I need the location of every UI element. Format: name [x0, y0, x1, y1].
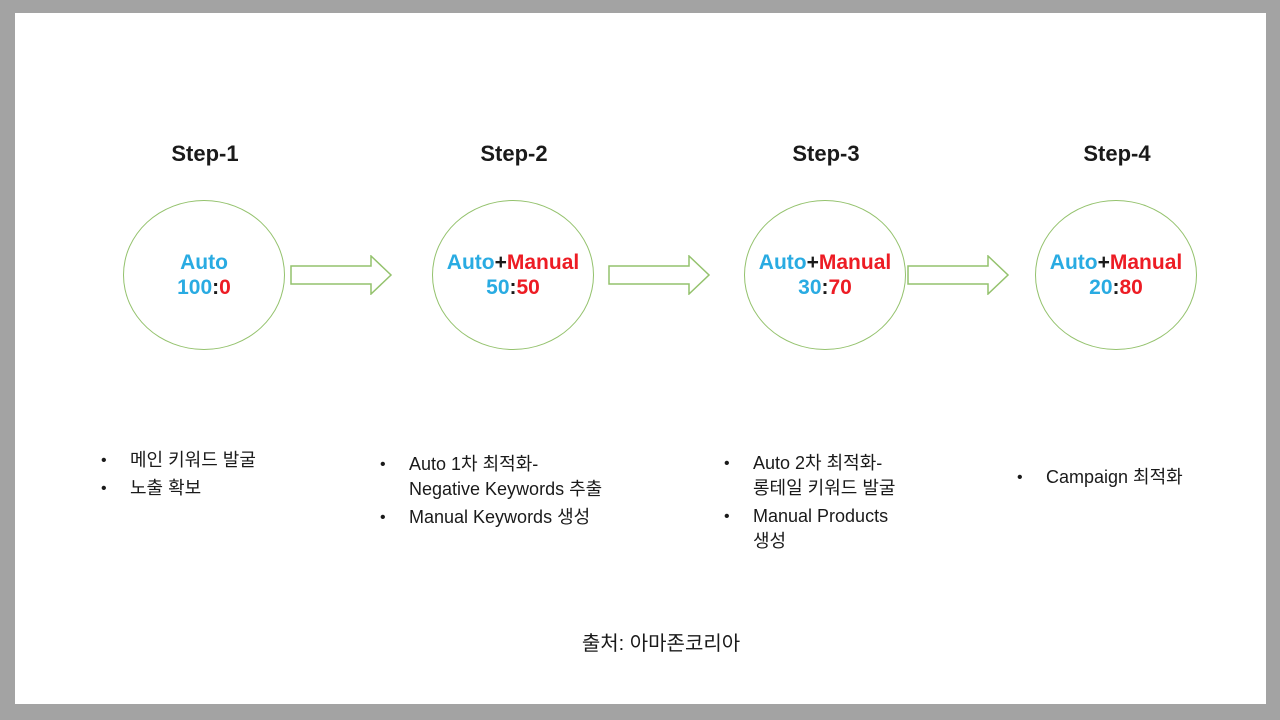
bullet-item: • 메인 키워드 발굴	[101, 448, 256, 473]
circle-text-segment: Manual	[506, 251, 580, 274]
bullet-item: • Manual Keywords 생성	[380, 505, 602, 530]
right-arrow-icon	[608, 255, 711, 295]
circle-ratio-line: 30:70	[798, 275, 852, 300]
bullet-glyph: •	[380, 509, 386, 526]
circle-text-segment: Auto	[758, 251, 807, 274]
step-title: Step-4	[1083, 141, 1151, 166]
step-bullet-list: • Auto 1차 최적화- Negative Keywords 추출 • Manual…	[380, 452, 602, 533]
bullet-text: Manual Keywords 생성	[409, 505, 590, 530]
circle-text-segment: Manual	[818, 251, 892, 274]
bullet-text-line: Auto 1차 최적화-	[409, 454, 539, 474]
circle-text-segment: 20	[1089, 276, 1113, 299]
bullet-text-line: 노출 확보	[130, 478, 202, 498]
step-title: Step-3	[792, 141, 860, 166]
bullet-text-line: 생성	[753, 531, 787, 551]
bullet-text: 메인 키워드 발굴	[130, 448, 256, 473]
circle-text-segment: Auto	[180, 251, 228, 274]
circle-text-segment: +	[806, 251, 819, 274]
bullet-text-line: Campaign 최적화	[1046, 467, 1183, 487]
circle-text-segment: :	[1112, 276, 1120, 299]
bullet-text-line: 메인 키워드 발굴	[130, 450, 256, 470]
step-title: Step-1	[171, 141, 239, 166]
bullet-glyph: •	[724, 508, 730, 525]
bullet-text-line: Manual Keywords 생성	[409, 507, 591, 527]
circle-label-line: Auto+Manual	[759, 250, 891, 275]
circle-text-segment: :	[212, 276, 220, 299]
step-group: Step-2 Auto+Manual 50:50 • Auto 1차 최적화- Ne…	[374, 13, 654, 704]
right-arrow-icon	[290, 255, 393, 295]
step-group: Step-1 Auto 100:0 • 메인 키워드 발굴 • 노출 확보	[65, 13, 345, 704]
bullet-text-line: Negative Keywords 추출	[409, 479, 603, 499]
circle-ratio-line: 100:0	[177, 275, 231, 300]
circle-label-line: Auto	[180, 250, 228, 275]
circle-label-line: Auto+Manual	[1050, 250, 1182, 275]
source-note: 출처: 아마존코리아	[581, 633, 741, 655]
step-circle: Auto+Manual 50:50	[432, 200, 594, 350]
bullet-glyph: •	[101, 480, 107, 497]
step-group: Step-3 Auto+Manual 30:70 • Auto 2차 최적화- 롱테…	[686, 13, 966, 704]
step-bullet-list: • 메인 키워드 발굴 • 노출 확보	[101, 448, 256, 504]
step-circle: Auto+Manual 20:80	[1035, 200, 1197, 350]
right-arrow-icon	[907, 255, 1010, 295]
circle-text-segment: Auto	[446, 251, 495, 274]
bullet-item: • Manual Products 생성	[724, 504, 895, 554]
circle-text-segment: +	[1097, 251, 1110, 274]
circle-text-segment: 100	[177, 276, 213, 299]
step-group: Step-4 Auto+Manual 20:80 • Campaign 최적화	[977, 13, 1257, 704]
circle-text-segment: :	[821, 276, 829, 299]
bullet-text-line: Auto 2차 최적화-	[753, 453, 883, 473]
circle-text-segment: 30	[798, 276, 822, 299]
circle-text-segment: +	[494, 251, 507, 274]
bullet-text: Auto 1차 최적화- Negative Keywords 추출	[409, 452, 602, 502]
circle-text-segment: :	[509, 276, 517, 299]
bullet-item: • Auto 1차 최적화- Negative Keywords 추출	[380, 452, 602, 502]
bullet-glyph: •	[380, 456, 386, 473]
circle-text-segment: 70	[828, 276, 852, 299]
bullet-text: Campaign 최적화	[1046, 465, 1183, 490]
bullet-text-line: Manual Products	[753, 506, 889, 526]
step-circle: Auto 100:0	[123, 200, 285, 350]
circle-label-line: Auto+Manual	[447, 250, 579, 275]
bullet-text: 노출 확보	[130, 476, 201, 501]
bullet-text: Auto 2차 최적화- 롱테일 키워드 발굴	[753, 451, 895, 501]
circle-text-segment: 80	[1119, 276, 1143, 299]
circle-text-segment: Manual	[1109, 251, 1183, 274]
circle-text-segment: 50	[486, 276, 510, 299]
slide-canvas: Step-1 Auto 100:0 •메인 키워드 발굴•노출 확보 Step-…	[15, 13, 1266, 704]
circle-text-segment: 0	[219, 276, 231, 299]
bullet-item: • Campaign 최적화	[1017, 465, 1183, 490]
circle-text-segment: Auto	[1049, 251, 1098, 274]
bullet-item: • 노출 확보	[101, 476, 256, 501]
circle-text-segment: 50	[516, 276, 540, 299]
circle-ratio-line: 20:80	[1089, 275, 1143, 300]
bullet-text: Manual Products 생성	[753, 504, 888, 554]
step-bullet-list: • Campaign 최적화	[1017, 465, 1183, 493]
bullet-glyph: •	[724, 455, 730, 472]
bullet-glyph: •	[1017, 469, 1023, 486]
bullet-item: • Auto 2차 최적화- 롱테일 키워드 발굴	[724, 451, 895, 501]
step-bullet-list: • Auto 2차 최적화- 롱테일 키워드 발굴 • Manual Products 생…	[724, 451, 895, 557]
bullet-text-line: 롱테일 키워드 발굴	[753, 478, 896, 498]
step-circle: Auto+Manual 30:70	[744, 200, 906, 350]
circle-ratio-line: 50:50	[486, 275, 540, 300]
bullet-glyph: •	[101, 452, 107, 469]
step-title: Step-2	[480, 141, 548, 166]
